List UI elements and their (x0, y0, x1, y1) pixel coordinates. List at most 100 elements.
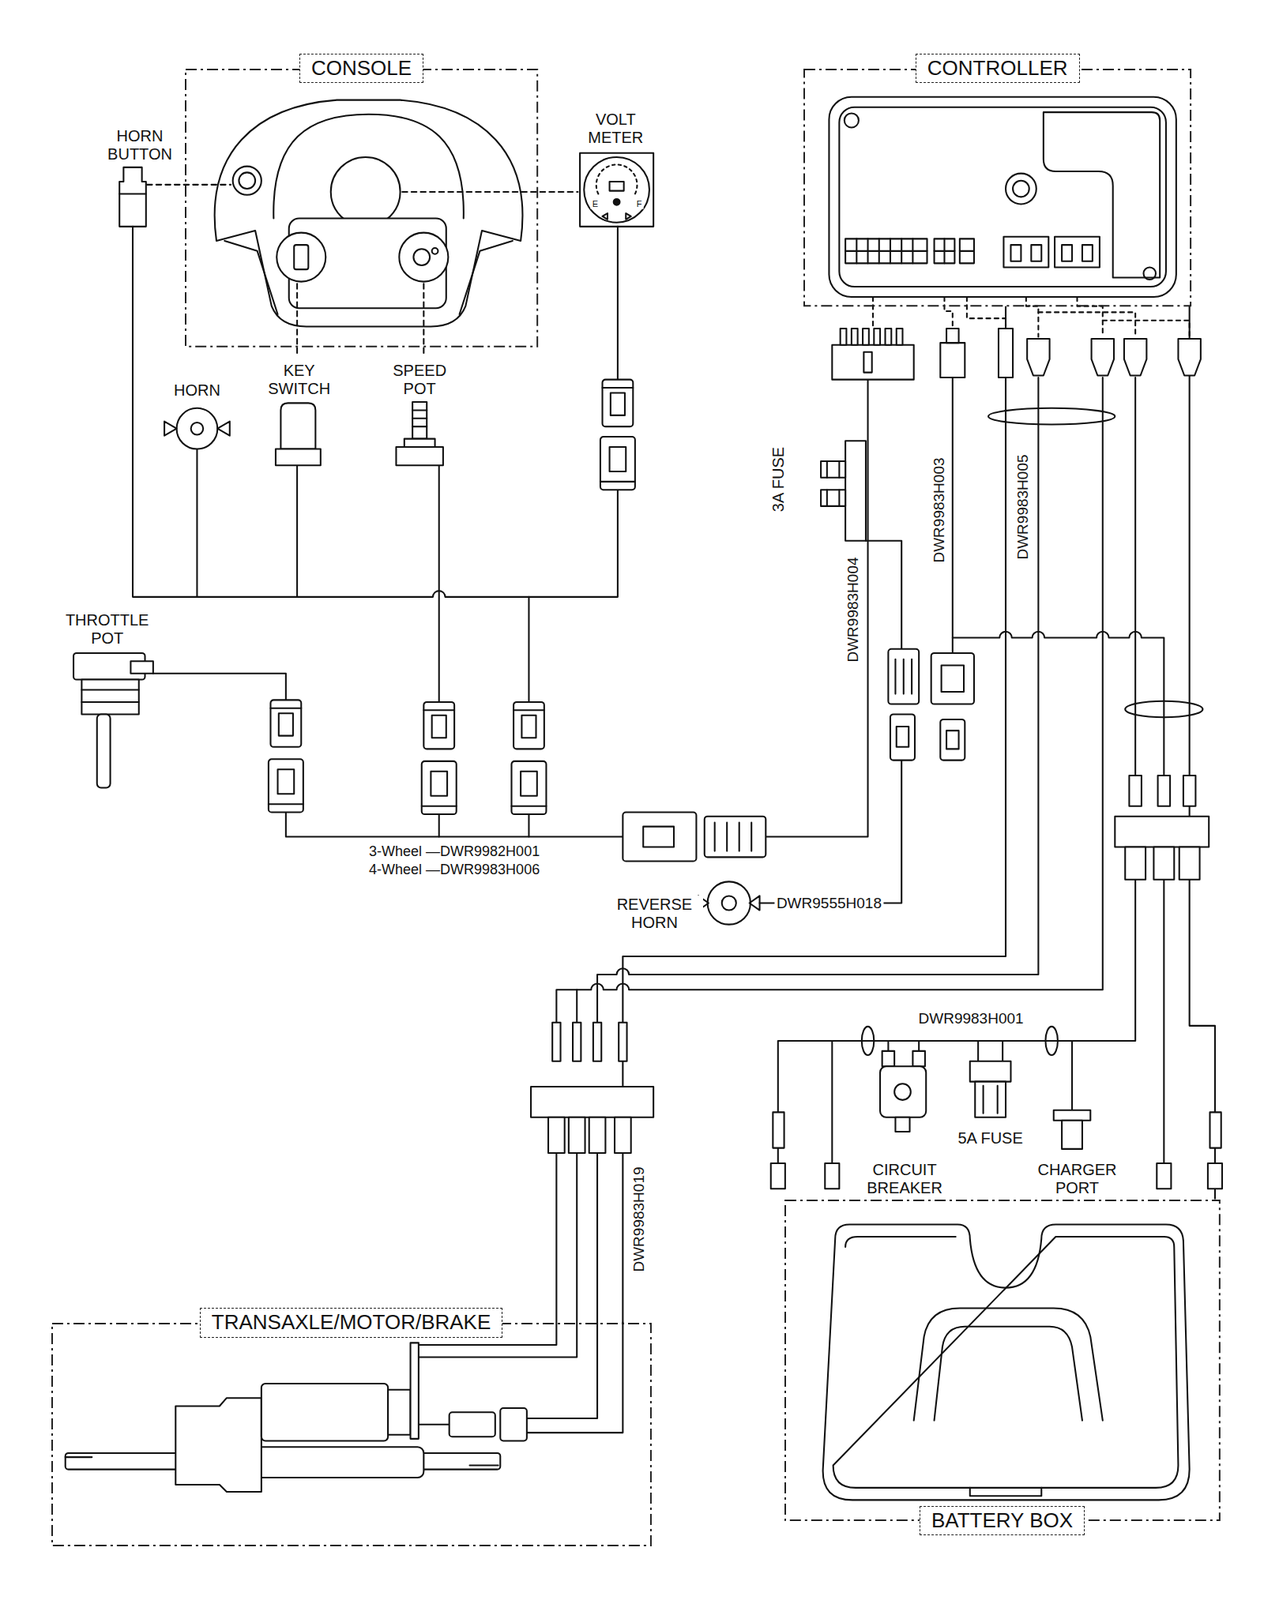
dial-mark: E (590, 199, 600, 210)
wire (952, 632, 1165, 776)
wire (1162, 880, 1165, 1164)
connector-symbol (268, 379, 1209, 1154)
cable-tie (861, 408, 1204, 1056)
throttle-pot-symbol (97, 714, 111, 788)
battery-terminal (1207, 1163, 1223, 1189)
wire (526, 1323, 623, 1434)
cable-tie (861, 1027, 875, 1056)
wire (195, 449, 198, 598)
group-outline (804, 69, 1191, 306)
connector-symbol (421, 761, 457, 815)
connector-symbol (593, 1023, 602, 1062)
connector-plug (946, 328, 960, 343)
connector-plug (1027, 338, 1050, 377)
connector-symbol (1124, 846, 1146, 880)
connector-symbol (423, 702, 455, 749)
potentiometer-symbol (404, 439, 436, 448)
battery-illustration (823, 1225, 1190, 1501)
wire (285, 812, 623, 838)
circuit-breaker-symbol (894, 1083, 911, 1101)
transaxle-illustration (261, 1384, 388, 1441)
horn-symbol (191, 422, 204, 436)
label-holder: 4-Wheel —DWR9983H006 (367, 861, 542, 879)
wire (951, 377, 954, 654)
wire-connector (622, 306, 1006, 1324)
reverse-horn-symbol (707, 881, 751, 925)
wire (438, 465, 441, 703)
connector-symbol (896, 726, 910, 748)
leader-line (1026, 297, 1039, 337)
battery-terminal (772, 1112, 784, 1148)
label-holder: DWR9983H019 (630, 1166, 648, 1275)
connector-symbol (890, 714, 915, 760)
throttle-pot-symbol (81, 680, 139, 715)
transaxle-illustration (449, 1412, 496, 1438)
connector-symbol (602, 379, 634, 427)
throttle-pot-symbol (73, 653, 154, 789)
label-holder: DWR9983H005 (1014, 453, 1032, 562)
horn-symbol (164, 408, 230, 450)
connector-symbol (513, 702, 545, 749)
circuit-breaker-symbol (882, 1051, 896, 1067)
fuse-symbol (827, 461, 840, 507)
fuse-symbol (974, 1082, 1006, 1118)
controller-illustration (1010, 244, 1021, 262)
controller-illustration (828, 97, 1176, 298)
label-holder: HORN (172, 380, 222, 399)
controller-illustration (1005, 173, 1037, 205)
label-holder: 5A FUSE (955, 1129, 1024, 1148)
controller-illustration (1082, 244, 1093, 262)
console-illustration (238, 172, 256, 189)
component-label: HORN BUTTON (98, 127, 181, 164)
wire (527, 597, 530, 703)
battery-illustration (970, 1488, 1042, 1497)
leader-line (146, 184, 578, 354)
dial-mark: F (635, 199, 644, 210)
component-label: 5A FUSE (955, 1129, 1024, 1148)
wire (296, 465, 298, 598)
controller-illustration (844, 112, 859, 128)
component-label: CIRCUIT BREAKER (855, 1161, 954, 1198)
harness-number: DWR9983H004 (845, 555, 863, 664)
label-holder: THROTTLE POT (54, 611, 161, 648)
connector-symbol (895, 659, 912, 695)
console-illustration (459, 240, 513, 315)
console-illustration (224, 240, 278, 315)
label-holder: REVERSE HORN (605, 895, 704, 933)
console-illustration (398, 233, 448, 283)
leader-line (872, 297, 874, 327)
connector-plug (1124, 338, 1147, 377)
leader-line (1038, 312, 1136, 337)
title-tab: TRANSAXLE/MOTOR/BRAKE (199, 1308, 504, 1338)
label-holder: 3A FUSE (768, 445, 787, 514)
circuit-breaker-symbol (880, 1051, 926, 1133)
connector-symbol (568, 1117, 586, 1154)
connector-symbol (614, 1117, 632, 1154)
harness-number: DWR9983H001 (917, 1010, 1026, 1028)
connector-symbol (600, 436, 636, 490)
console-group: CONSOLE (184, 68, 538, 348)
key-switch-symbol (275, 402, 321, 466)
label-holder: 3-Wheel —DWR9982H001 (367, 843, 542, 861)
connector-plug (831, 345, 914, 380)
controller-illustration (1061, 244, 1073, 262)
console-illustration (214, 100, 523, 328)
label-holder: DWR9983H003 (930, 456, 948, 565)
controller-illustration (959, 238, 975, 264)
charger-port-symbol (1053, 1110, 1091, 1150)
transaxle-illustration (387, 1390, 411, 1436)
wire (1001, 1041, 1004, 1062)
wire (527, 814, 530, 837)
circuit-breaker-symbol (895, 1117, 910, 1133)
wire (759, 760, 903, 904)
connector-plug (840, 328, 903, 346)
horn-button-symbol (119, 192, 147, 195)
controller-illustration (959, 250, 975, 253)
transaxle-illustration (500, 1408, 527, 1441)
leader-line (402, 191, 578, 193)
connector-symbol (552, 1023, 561, 1062)
wire (1071, 1041, 1073, 1111)
key-switch-symbol (275, 449, 321, 467)
controller-illustration (1043, 112, 1160, 278)
horn-symbol (176, 408, 219, 450)
